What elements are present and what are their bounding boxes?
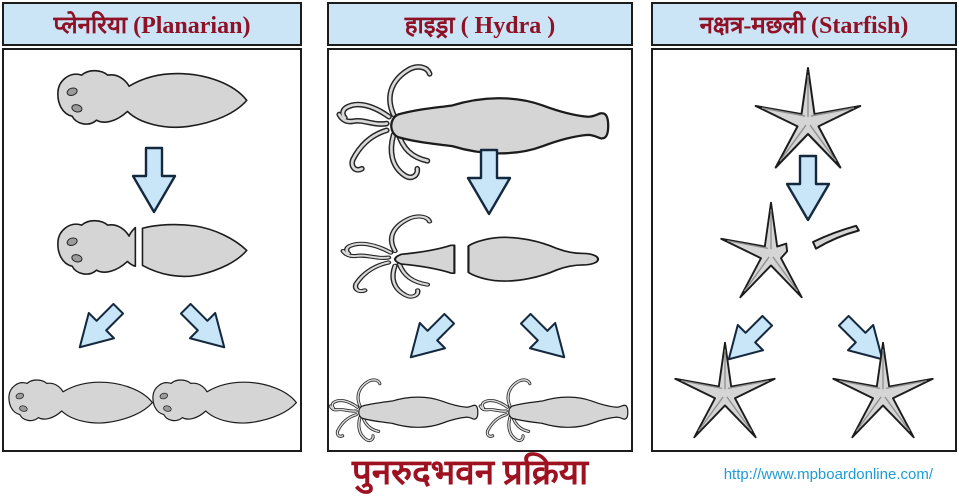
down-right-arrow-icon xyxy=(172,295,238,361)
panel-title-planarian: प्लेनरिया (Planarian) xyxy=(2,2,302,46)
starfish-severed-arm-figure xyxy=(810,224,862,250)
panel-title-hydra: हाइड्रा ( Hydra ) xyxy=(327,2,633,46)
panel-planarian: प्लेनरिया (Planarian) xyxy=(2,2,302,452)
down-left-arrow-icon xyxy=(66,295,132,361)
down-arrow-icon xyxy=(785,154,831,222)
down-arrow-icon xyxy=(131,146,177,214)
down-left-arrow-icon xyxy=(397,305,463,371)
panel-starfish: नक्षत्र-मछली (Starfish) xyxy=(651,2,957,452)
starfish-whole-figure xyxy=(754,67,862,169)
website-link[interactable]: http://www.mpboardonline.com/ xyxy=(723,466,933,483)
planarian-regenerated-right-figure xyxy=(152,379,297,424)
hydra-whole-figure xyxy=(339,67,608,177)
panel-hydra: हाइड्रा ( Hydra ) xyxy=(327,2,633,452)
hydra-regenerated-left-figure xyxy=(330,380,478,441)
panel-title-starfish: नक्षत्र-मछली (Starfish) xyxy=(651,2,957,46)
planarian-diagram xyxy=(8,69,297,424)
hydra-cut-figure xyxy=(343,216,598,296)
down-right-arrow-icon xyxy=(512,305,578,371)
panel-body-hydra xyxy=(327,48,633,452)
starfish-diagram xyxy=(674,67,934,439)
starfish-regenerated-right-figure xyxy=(832,341,934,439)
panel-body-starfish xyxy=(651,48,957,452)
planarian-regenerated-left-figure xyxy=(8,379,154,424)
starfish-cut-figure xyxy=(720,201,803,299)
panel-body-planarian xyxy=(2,48,302,452)
down-arrow-icon xyxy=(466,148,512,216)
planarian-whole-figure xyxy=(57,69,248,129)
page-caption: पुनरुदभवन प्रक्रिया xyxy=(351,453,589,492)
hydra-diagram xyxy=(329,50,631,450)
hydra-regenerated-right-figure xyxy=(480,380,628,441)
starfish-regenerated-left-figure xyxy=(674,341,776,439)
planarian-cut-figure xyxy=(57,219,248,278)
